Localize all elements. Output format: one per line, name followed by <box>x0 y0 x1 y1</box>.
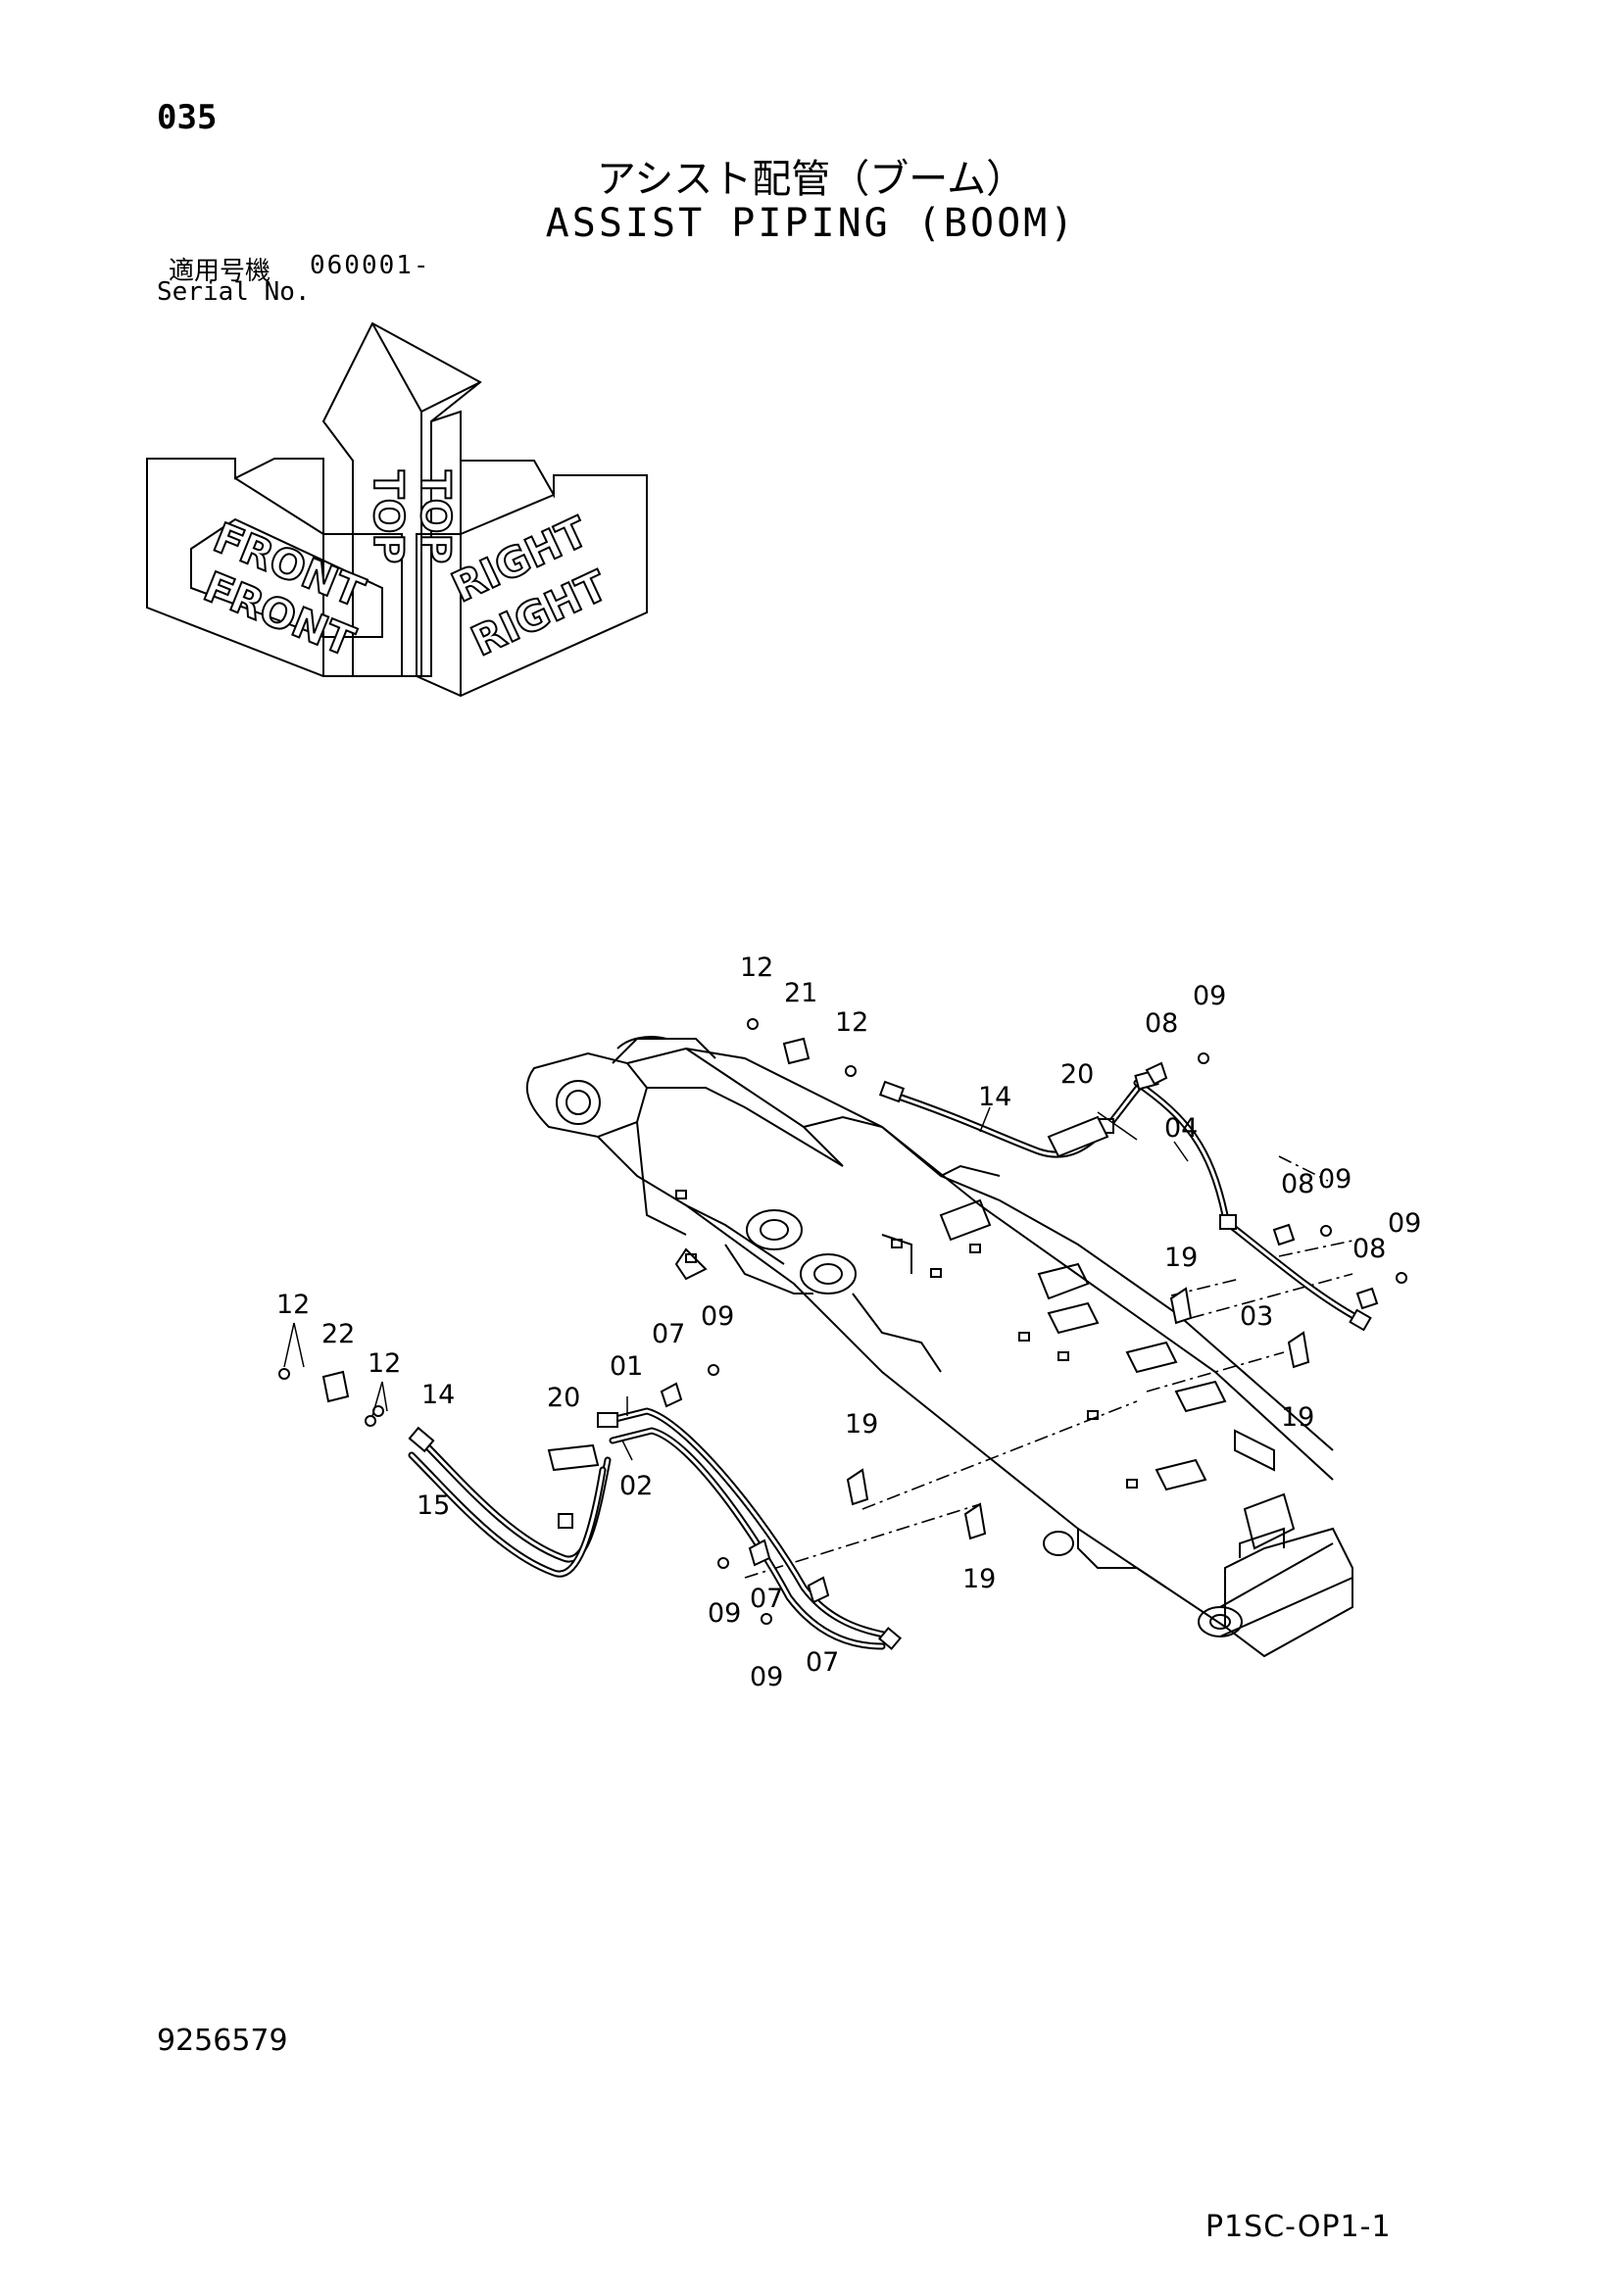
serial-number-value: 060001- <box>310 251 431 280</box>
callout-08: 08 <box>1145 1008 1178 1039</box>
callout-08: 08 <box>1352 1234 1386 1264</box>
callout-14: 14 <box>978 1082 1011 1112</box>
serial-label-japanese: 適用号機 <box>169 257 271 286</box>
callout-labels: 12 21 12 09 08 20 14 04 08 09 09 08 19 0… <box>276 953 1421 1692</box>
serial-label-english: Serial No. <box>157 277 311 307</box>
upper-hose-assembly <box>747 1018 1407 1369</box>
callout-20: 20 <box>1060 1059 1094 1090</box>
callout-07: 07 <box>652 1319 685 1349</box>
callout-12: 12 <box>368 1348 401 1379</box>
orientation-symbol: FRONT FRONT TOP TOP RIGHT RIGHT <box>146 321 648 698</box>
leader-lines <box>283 1106 1189 1461</box>
callout-09: 09 <box>1318 1164 1352 1195</box>
title-japanese: アシスト配管（ブーム） <box>596 157 1026 202</box>
callout-09: 09 <box>1388 1208 1421 1239</box>
orientation-label-top-right: TOP <box>412 470 460 563</box>
callout-08: 08 <box>1281 1169 1314 1199</box>
callout-20: 20 <box>547 1383 580 1413</box>
callout-09: 09 <box>701 1301 734 1332</box>
page-number: 035 <box>157 98 218 137</box>
callout-14: 14 <box>421 1380 455 1410</box>
callout-07: 07 <box>750 1584 783 1614</box>
boom-structure <box>525 1036 1353 1658</box>
callout-09: 09 <box>708 1598 741 1629</box>
reference-lines <box>744 1155 1358 1579</box>
callout-19: 19 <box>1164 1243 1198 1273</box>
callout-12: 12 <box>740 953 773 983</box>
callout-04: 04 <box>1164 1113 1198 1144</box>
callout-19: 19 <box>962 1564 996 1594</box>
callout-01: 01 <box>610 1351 643 1382</box>
callout-12: 12 <box>276 1290 310 1320</box>
orientation-label-top-left: TOP <box>365 470 413 563</box>
callout-19: 19 <box>845 1409 878 1440</box>
callout-22: 22 <box>321 1319 355 1349</box>
callout-02: 02 <box>619 1471 653 1501</box>
callout-09: 09 <box>750 1662 783 1692</box>
callout-07: 07 <box>806 1647 839 1678</box>
sheet-code: P1SC-OP1-1 <box>1205 2210 1392 2244</box>
document-number: 9256579 <box>157 2024 288 2058</box>
callout-03: 03 <box>1240 1301 1273 1332</box>
callout-21: 21 <box>784 978 817 1008</box>
lower-hose-assembly <box>278 1364 987 1650</box>
callout-19: 19 <box>1281 1402 1314 1433</box>
callout-15: 15 <box>417 1490 450 1521</box>
callout-09: 09 <box>1193 981 1226 1011</box>
title-english: ASSIST PIPING (BOOM) <box>545 201 1077 246</box>
callout-12: 12 <box>835 1007 868 1038</box>
